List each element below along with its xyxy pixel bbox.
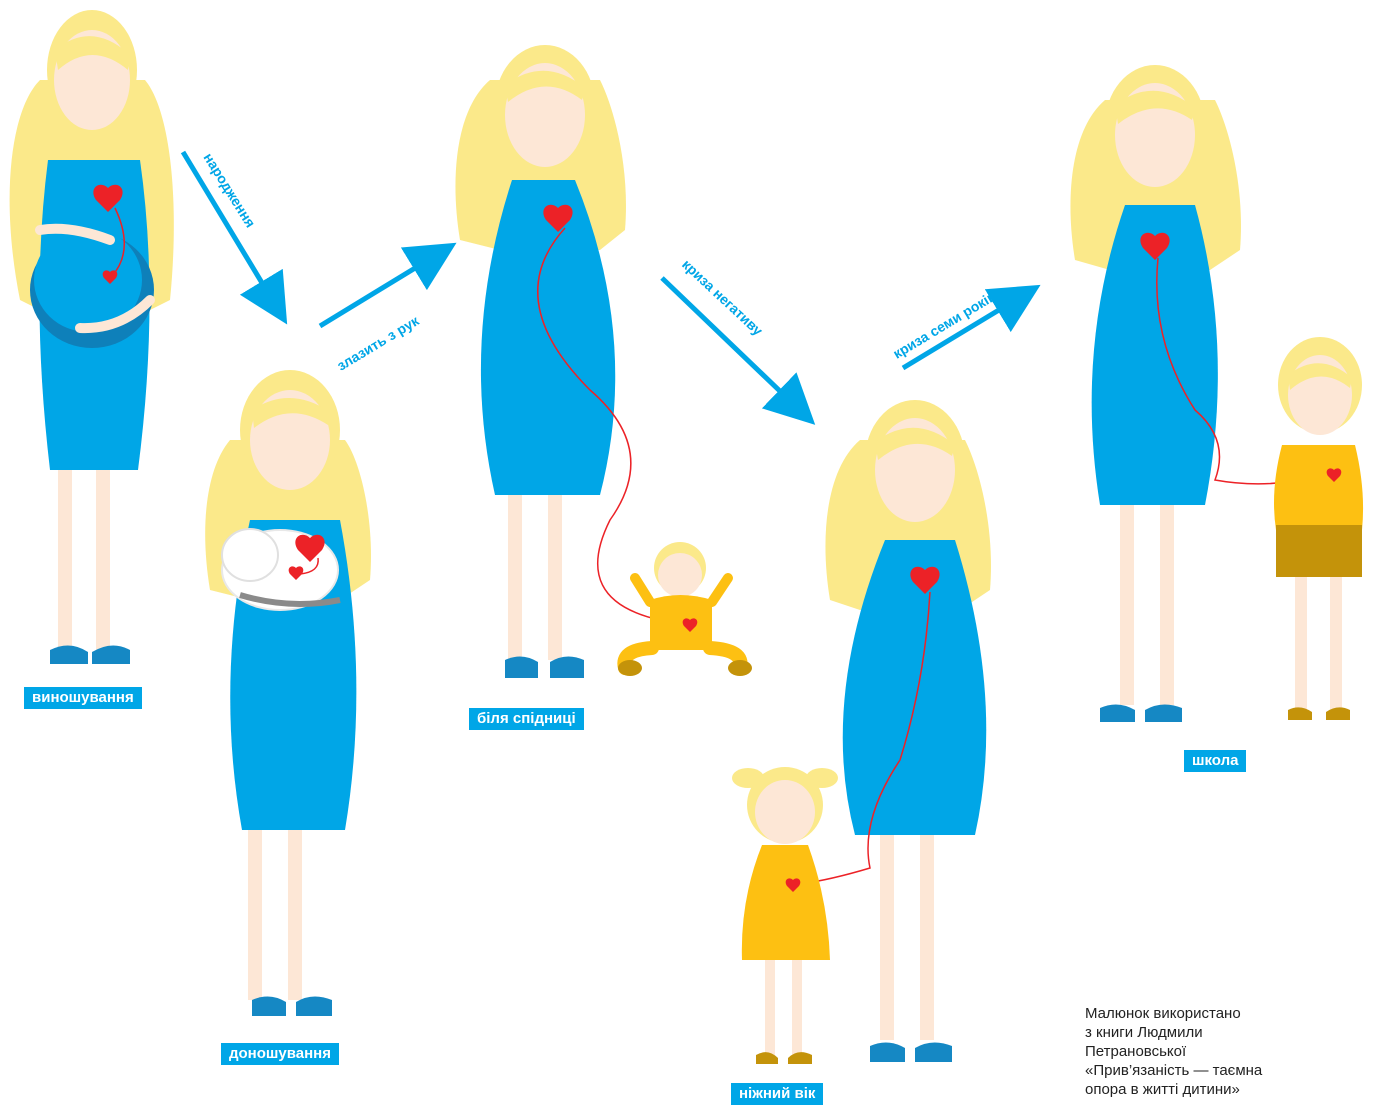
caption-line: опора в житті дитини» bbox=[1085, 1080, 1345, 1099]
woman-with-baby-figure bbox=[455, 45, 752, 678]
woman-with-schoolchild-figure bbox=[1070, 65, 1363, 722]
woman-with-newborn-figure bbox=[205, 370, 371, 1016]
arrow-birth bbox=[183, 152, 282, 316]
stage-label-school: школа bbox=[1184, 750, 1246, 772]
caption-line: Малюнок використано bbox=[1085, 1004, 1345, 1023]
caption-line: «Прив’язаність — таємна bbox=[1085, 1061, 1345, 1080]
stage-label-pregnancy: виношування bbox=[24, 687, 142, 709]
caption-line: з книги Людмили bbox=[1085, 1023, 1345, 1042]
stage-label-tender-age: ніжний вік bbox=[731, 1083, 823, 1105]
stage-label-at-skirt: біля спідниці bbox=[469, 708, 584, 730]
source-caption: Малюнок використано з книги Людмили Петр… bbox=[1085, 1004, 1345, 1099]
caption-line: Петрановської bbox=[1085, 1042, 1345, 1061]
pregnant-woman-figure bbox=[10, 10, 174, 664]
stage-label-carrying: доношування bbox=[221, 1043, 339, 1065]
arrow-climbs-off bbox=[320, 248, 448, 326]
woman-with-toddler-figure bbox=[732, 400, 991, 1064]
